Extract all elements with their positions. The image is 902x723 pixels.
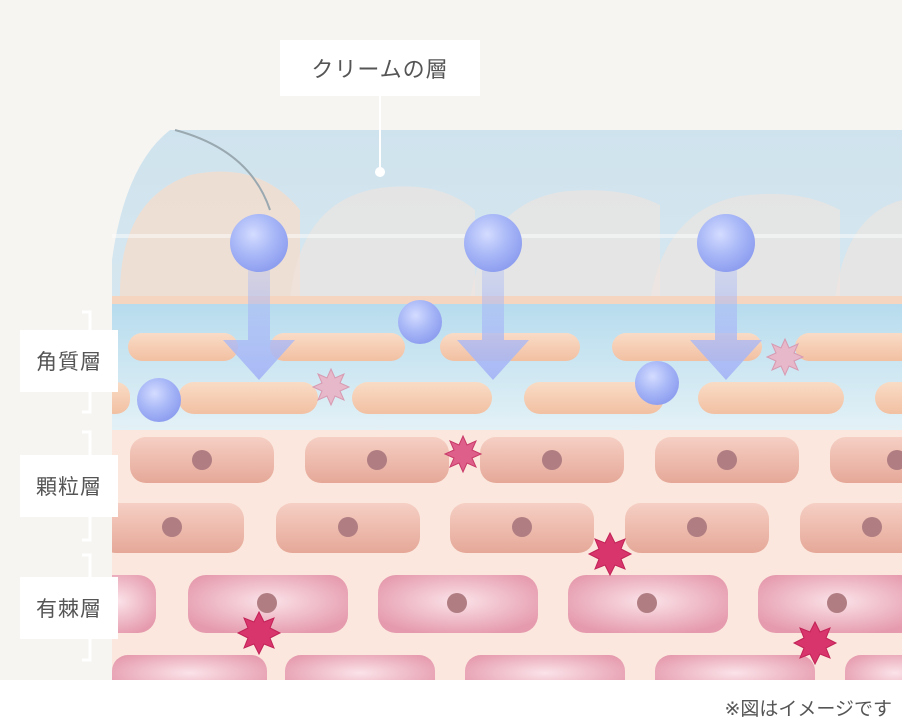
spinous-cell bbox=[465, 655, 625, 680]
spinous-cell bbox=[285, 655, 435, 680]
corneum-cell bbox=[178, 382, 318, 414]
irritant-particle bbox=[765, 337, 805, 377]
cream-layer-label: クリームの層 bbox=[280, 40, 480, 96]
cell-nucleus bbox=[512, 517, 532, 537]
corneum-cells bbox=[112, 333, 902, 414]
stratum-corneum-label: 角質層 bbox=[20, 330, 118, 392]
corneum-cell bbox=[270, 333, 405, 361]
corneum-top-line bbox=[112, 296, 902, 304]
cell-nucleus bbox=[367, 450, 387, 470]
image-disclaimer: ※図はイメージです bbox=[724, 698, 892, 720]
corneum-cell bbox=[128, 333, 238, 361]
cell-nucleus bbox=[447, 593, 467, 613]
ingredient-sphere bbox=[635, 361, 679, 405]
irritant-particle bbox=[311, 367, 351, 407]
corneum-cell bbox=[698, 382, 844, 414]
granular-cell bbox=[800, 503, 902, 553]
cell-nucleus bbox=[192, 450, 212, 470]
corneum-cell bbox=[524, 382, 664, 414]
penetration-arrow bbox=[457, 270, 529, 380]
cream-ingredient-spheres bbox=[137, 214, 755, 422]
spinous-cell bbox=[112, 575, 156, 633]
cell-nucleus bbox=[637, 593, 657, 613]
ingredient-sphere bbox=[464, 214, 522, 272]
irritant-particle bbox=[587, 531, 633, 577]
granular-cell bbox=[830, 437, 902, 483]
cell-nucleus bbox=[887, 450, 902, 470]
irritant-particle bbox=[443, 434, 483, 474]
irritant-particle bbox=[792, 620, 838, 666]
corneum-cell bbox=[352, 382, 492, 414]
irritant-particles bbox=[236, 337, 838, 666]
penetration-arrow bbox=[690, 270, 762, 380]
cell-nucleus bbox=[862, 517, 882, 537]
corneum-cell bbox=[795, 333, 902, 361]
spinous-cell bbox=[655, 655, 815, 680]
label-leader-dot bbox=[375, 167, 385, 177]
penetration-arrow bbox=[223, 270, 295, 380]
spinous-cell bbox=[112, 655, 267, 680]
ingredient-sphere bbox=[137, 378, 181, 422]
cell-nucleus bbox=[162, 517, 182, 537]
cell-nucleus bbox=[717, 450, 737, 470]
spinous-layer-label: 有棘層 bbox=[20, 577, 118, 639]
granular-layer-label: 顆粒層 bbox=[20, 455, 118, 517]
ingredient-sphere bbox=[230, 214, 288, 272]
cell-nuclei bbox=[162, 450, 902, 613]
ingredient-sphere bbox=[398, 300, 442, 344]
irritant-particle bbox=[236, 610, 282, 656]
corneum-cell bbox=[875, 382, 902, 414]
ingredient-sphere bbox=[697, 214, 755, 272]
spinous-cell bbox=[845, 655, 902, 680]
cell-nucleus bbox=[827, 593, 847, 613]
cell-nucleus bbox=[338, 517, 358, 537]
cell-nucleus bbox=[542, 450, 562, 470]
cell-nucleus bbox=[257, 593, 277, 613]
cell-nucleus bbox=[687, 517, 707, 537]
penetration-arrows bbox=[223, 270, 762, 380]
